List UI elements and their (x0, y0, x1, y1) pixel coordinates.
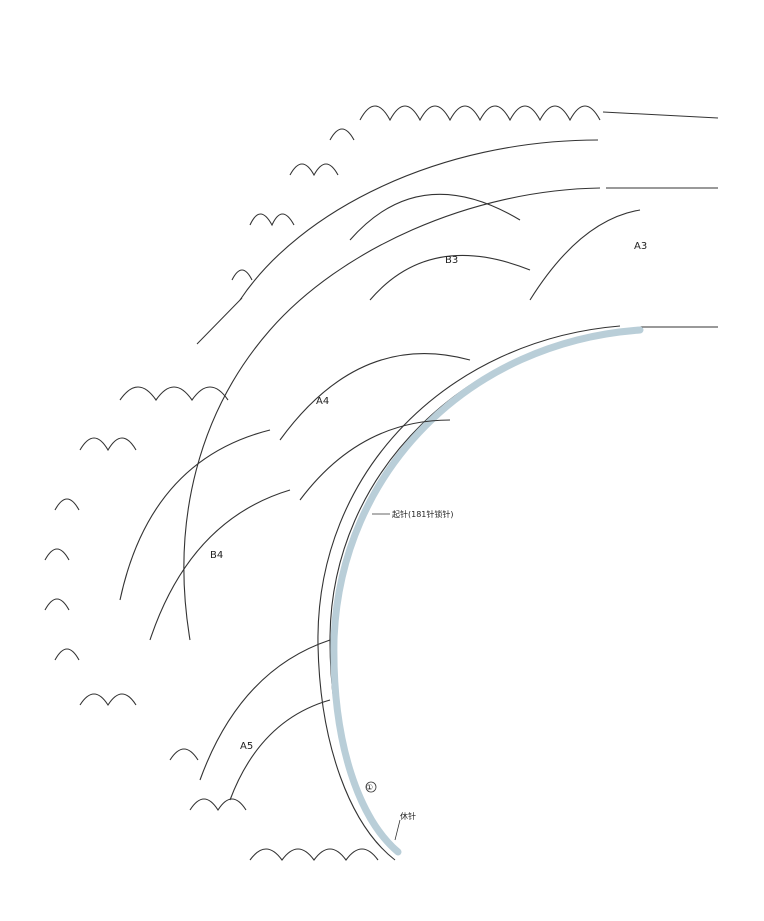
scallop-edge-bottom (169, 748, 379, 861)
foundation-band (330, 326, 644, 856)
label-a4: A4 (316, 396, 329, 407)
collar-body-arcs (183, 139, 641, 861)
leader-lines (196, 111, 719, 345)
end-note-pointer (394, 819, 401, 841)
label-a3: A3 (634, 241, 647, 252)
annotations: 起针(181针锁针) ① 休针 (365, 509, 454, 841)
label-b4: B4 (210, 550, 223, 561)
motif-labels: A3 B3 A4 B4 A5 (210, 241, 647, 752)
scallop-edge-left (44, 386, 229, 707)
label-a5: A5 (240, 741, 253, 752)
foundation-note: 起针(181针锁针) (392, 509, 454, 519)
leader-line-top (602, 111, 719, 119)
end-note: 休针 (400, 811, 416, 821)
connector-arrow-left (196, 297, 243, 345)
start-marker-circle (365, 781, 377, 793)
label-b3: B3 (445, 255, 458, 266)
motif-fans (119, 193, 641, 801)
start-marker: ① (366, 783, 373, 792)
scallop-edge-top (231, 105, 601, 281)
